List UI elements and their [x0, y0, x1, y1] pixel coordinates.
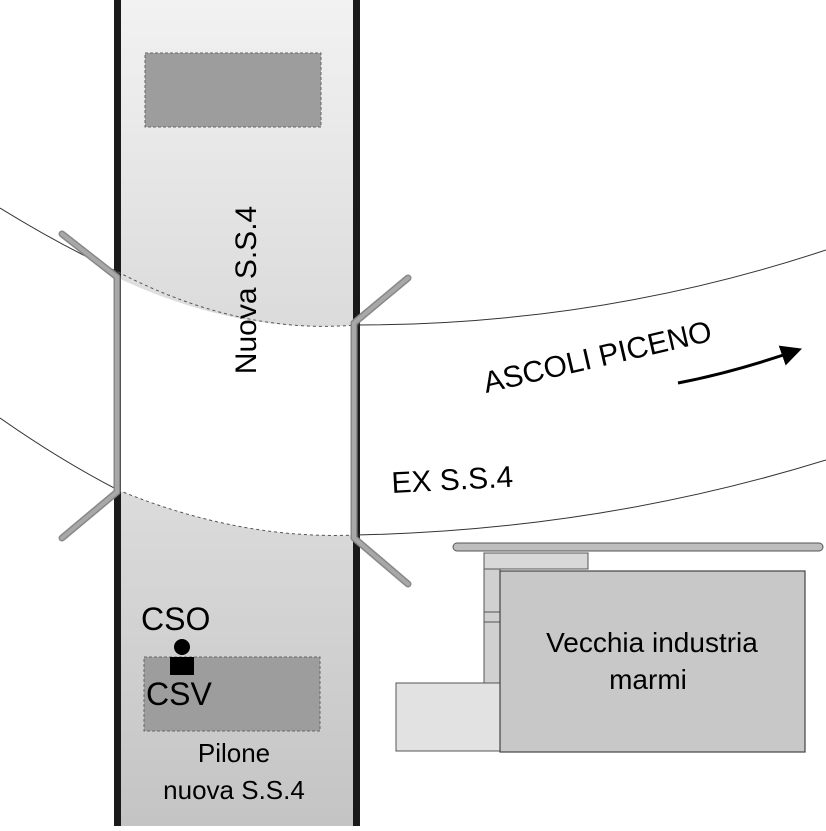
factory-label-line1: Vecchia industria [546, 627, 758, 658]
guard-rail-right-highlight [352, 276, 410, 586]
pier-label-line2: nuova S.S.4 [163, 775, 305, 805]
cso-label: CSO [141, 601, 210, 637]
direction-arrow [677, 345, 802, 385]
old-road-lower-right-edge [355, 459, 826, 536]
factory-small-block [483, 552, 589, 570]
lower-pier-footprint [143, 656, 321, 732]
factory-label-line2: marmi [609, 664, 687, 695]
factory-annex [395, 682, 501, 752]
old-road-lower-left-edge [0, 417, 119, 491]
old-road-upper-dashed [117, 271, 357, 327]
factory-column [483, 568, 501, 684]
cso-marker [174, 639, 190, 655]
old-road-lower-dashed [117, 489, 357, 536]
guard-rail-left [58, 230, 121, 542]
destination-label: ASCOLI PICENO [480, 315, 715, 400]
old-road-label: EX S.S.4 [391, 461, 514, 500]
csv-marker [170, 657, 194, 675]
old-road-band [118, 278, 356, 536]
old-road-upper-right-edge [355, 249, 826, 326]
factory-roof-line [452, 542, 824, 552]
guard-rail-left-highlight [60, 232, 119, 540]
csv-label: CSV [146, 676, 212, 712]
upper-pier-footprint [144, 52, 322, 128]
factory-main-building [499, 570, 806, 753]
new-road-vertical-label: Nuova S.S.4 [230, 206, 263, 374]
pier-label-line1: Pilone [198, 738, 270, 768]
